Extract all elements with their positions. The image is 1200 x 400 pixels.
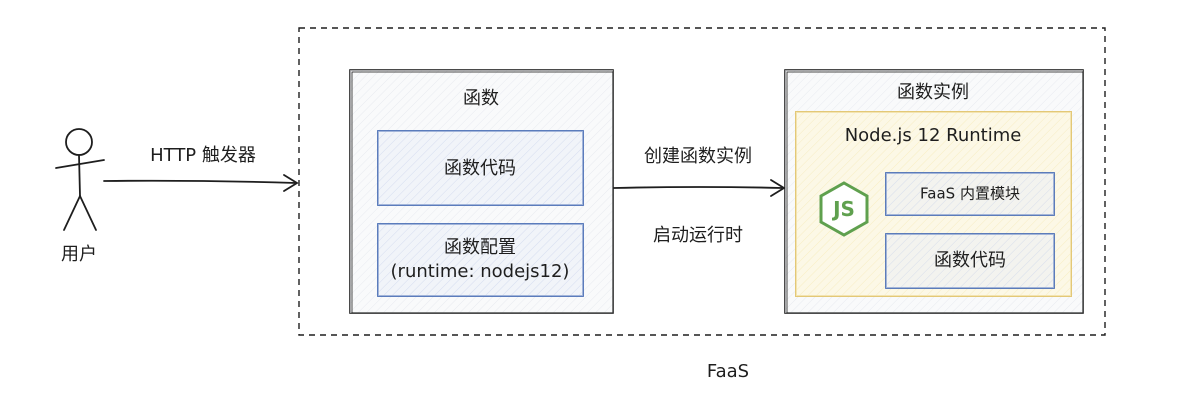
- runtime-title: Node.js 12 Runtime: [844, 124, 1022, 146]
- function-config-label: 函数配置: [444, 236, 516, 258]
- create-instance-label: 创建函数实例: [644, 145, 752, 167]
- user-figure-icon: [55, 128, 105, 231]
- instance-code-label: 函数代码: [934, 249, 1006, 271]
- user-label: 用户: [61, 243, 97, 265]
- http-trigger-label: HTTP 触发器: [150, 144, 256, 166]
- nodejs-logo-icon: JS: [819, 181, 869, 237]
- create-instance-arrow: [613, 179, 786, 197]
- function-box-title: 函数: [463, 87, 499, 109]
- function-instance-title: 函数实例: [897, 81, 969, 103]
- function-config-detail: (runtime: nodejs12): [390, 260, 570, 282]
- faas-boundary: [298, 27, 1106, 336]
- faas-label: FaaS: [706, 360, 750, 382]
- http-trigger-arrow: [103, 174, 299, 192]
- start-runtime-label: 启动运行时: [653, 224, 743, 246]
- faas-module-label: FaaS 内置模块: [920, 184, 1020, 203]
- nodejs-logo-text: JS: [831, 197, 855, 221]
- function-code-label: 函数代码: [444, 157, 516, 179]
